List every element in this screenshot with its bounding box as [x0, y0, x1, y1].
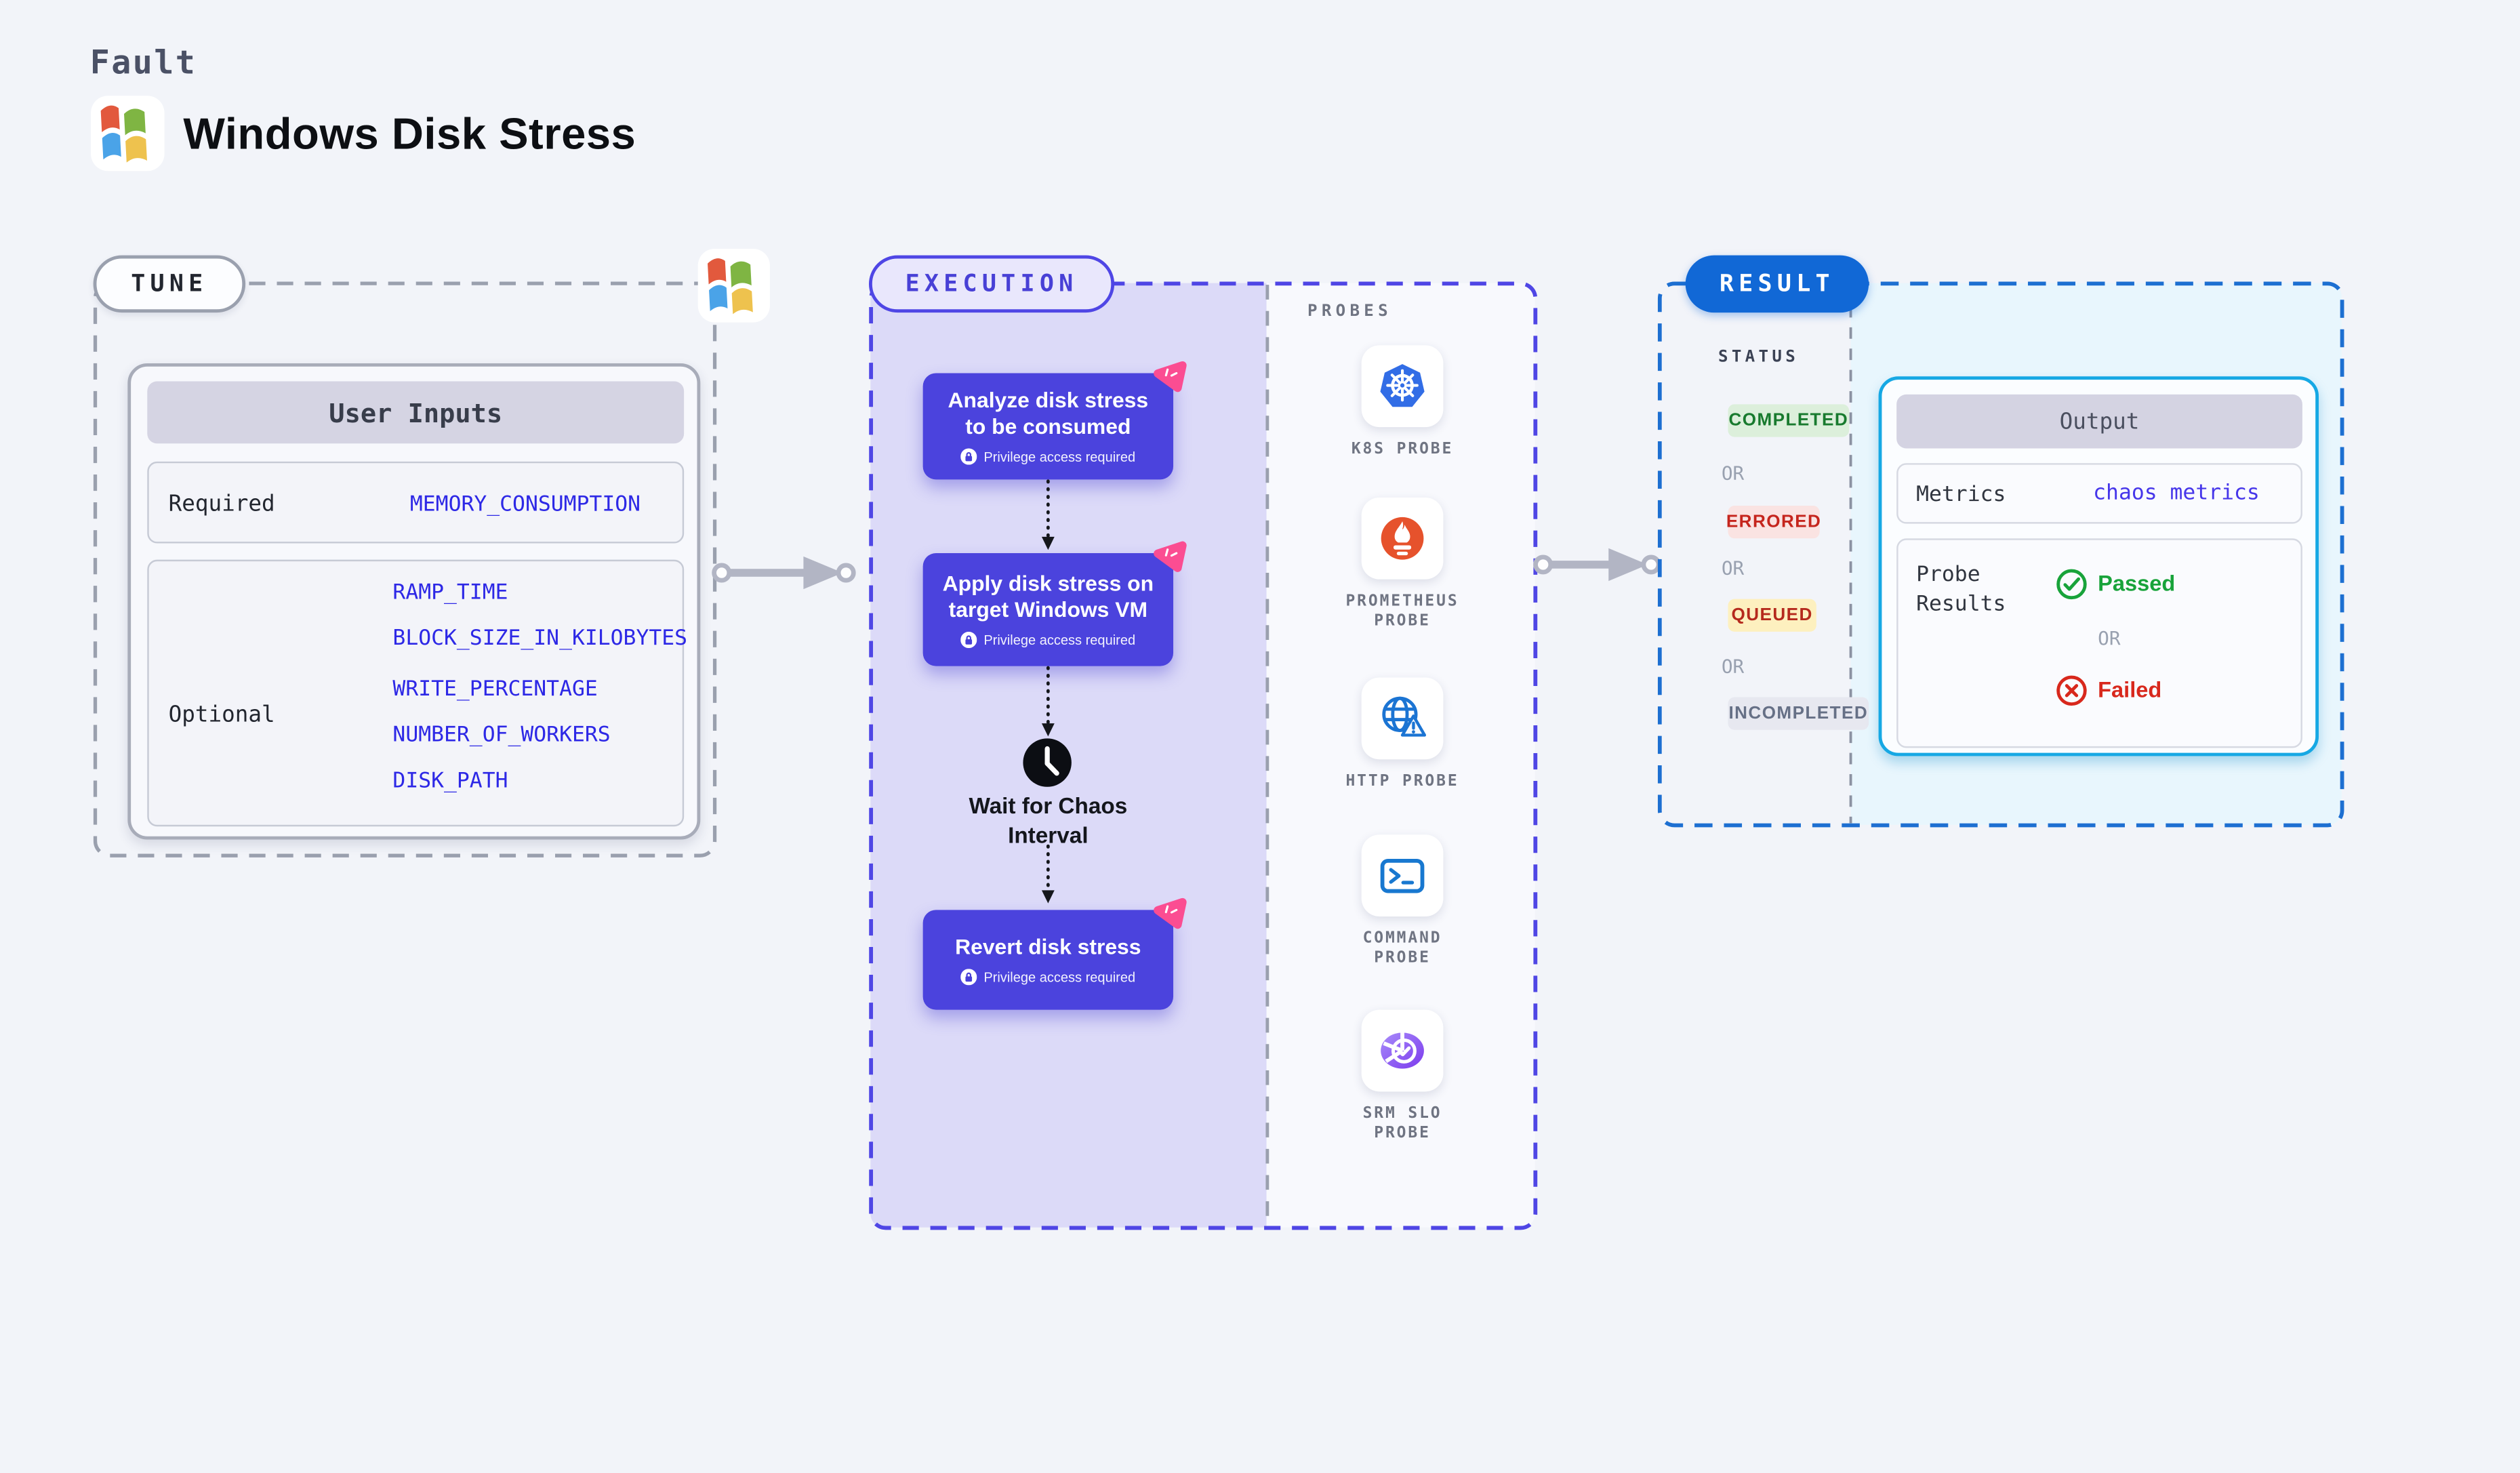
connector-step1-step2 — [1041, 479, 1055, 550]
status-badge-incompleted: INCOMPLETED — [1728, 697, 1869, 730]
http-globe-warning-icon — [1382, 696, 1427, 737]
required-row: Required MEMORY_CONSUMPTION — [147, 461, 685, 544]
metrics-row: Metrics chaos metrics — [1896, 463, 2302, 524]
step1-line2: to be consumed — [965, 413, 1131, 438]
connector-wait-step3 — [1041, 844, 1055, 904]
output-header: Output — [1896, 394, 2302, 449]
chaos-badge-icon — [1154, 361, 1187, 392]
step2-line2: target Windows VM — [948, 597, 1148, 622]
lock-icon — [960, 447, 977, 464]
probe-label-prometheus: PROMETHEUS PROBE — [1345, 592, 1459, 630]
status-badge-errored: ERRORED — [1726, 506, 1821, 539]
windows-flag-icon-small — [697, 245, 771, 325]
metrics-value: chaos metrics — [2093, 481, 2260, 506]
failed-label: Failed — [2098, 677, 2162, 702]
execution-label-text: EXECUTION — [905, 270, 1078, 298]
step2-line1: Apply disk stress on — [942, 570, 1154, 595]
wait-for-chaos-label: Wait for Chaos Interval — [933, 792, 1163, 849]
step3-line1: Revert disk stress — [955, 933, 1141, 959]
probe-results-row: Probe Results Passed OR Failed — [1896, 538, 2302, 748]
or-separator: OR — [1721, 654, 1745, 678]
result-dashed-border — [1657, 281, 2344, 828]
clock-icon — [1023, 738, 1072, 787]
or-separator: OR — [1721, 461, 1745, 485]
prometheus-icon — [1381, 517, 1424, 560]
privilege-text: Privilege access required — [983, 630, 1136, 647]
privilege-pill: Privilege access required — [960, 630, 1136, 647]
step-analyze-disk-stress: Analyze disk stress to be consumed Privi… — [922, 372, 1174, 479]
privilege-pill: Privilege access required — [960, 968, 1136, 985]
optional-input-4: DISK_PATH — [392, 769, 508, 794]
passed-label: Passed — [2098, 571, 2176, 596]
status-label: STATUS — [1718, 348, 1800, 367]
lock-icon — [960, 968, 977, 985]
x-circle-icon — [2056, 675, 2087, 706]
k8s-probe-tile — [1361, 345, 1444, 428]
srm-slo-icon — [1381, 1032, 1424, 1069]
privilege-pill: Privilege access required — [960, 447, 1136, 464]
chaos-badge-icon — [1154, 541, 1187, 572]
or-separator: OR — [2098, 626, 2121, 650]
wait-line2: Interval — [1008, 822, 1089, 847]
step-revert-disk-stress: Revert disk stress Privilege access requ… — [922, 909, 1174, 1009]
probe-label-srm-slo: SRM SLO PROBE — [1362, 1104, 1442, 1143]
prometheus-probe-tile — [1361, 497, 1444, 580]
wait-line1: Wait for Chaos — [969, 793, 1128, 819]
execution-dashed-border — [869, 281, 1538, 1230]
fault-eyebrow: Fault — [89, 42, 197, 82]
tune-dashed-border — [93, 281, 717, 857]
srm-slo-probe-tile — [1361, 1009, 1444, 1092]
metrics-label: Metrics — [1916, 483, 2006, 508]
optional-input-0: RAMP_TIME — [392, 581, 508, 606]
probe-label-command: COMMAND PROBE — [1362, 929, 1442, 967]
connector-step2-wait — [1041, 666, 1055, 737]
output-card: Output Metrics chaos metrics Probe Resul… — [1878, 376, 2319, 756]
output-title-text: Output — [2059, 408, 2140, 435]
kubernetes-icon — [1380, 364, 1425, 407]
optional-input-3: NUMBER_OF_WORKERS — [392, 723, 611, 748]
arrow-tune-to-execution — [712, 556, 856, 590]
probe-label-k8s: K8S PROBE — [1351, 440, 1454, 458]
optional-input-1: BLOCK_SIZE_IN_KILOBYTES — [392, 626, 688, 651]
optional-input-2: WRITE_PERCENTAGE — [392, 677, 598, 702]
execution-section-label: EXECUTION — [868, 255, 1115, 313]
page-title: Windows Disk Stress — [183, 109, 636, 159]
privilege-text: Privilege access required — [983, 968, 1136, 985]
result-label-text: RESULT — [1719, 270, 1835, 298]
tune-section-label: TUNE — [93, 255, 246, 313]
user-inputs-header: User Inputs — [147, 381, 685, 444]
probes-section-label: PROBES — [1307, 302, 1392, 321]
required-label: Required — [168, 491, 275, 517]
privilege-text: Privilege access required — [983, 447, 1136, 464]
terminal-icon — [1380, 859, 1425, 893]
status-badge-queued: QUEUED — [1728, 599, 1816, 632]
status-badge-completed: COMPLETED — [1728, 404, 1850, 437]
probe-label-http: HTTP PROBE — [1345, 772, 1459, 791]
step-apply-disk-stress: Apply disk stress on target Windows VM P… — [922, 552, 1174, 666]
user-inputs-card: User Inputs Required MEMORY_CONSUMPTION … — [127, 363, 701, 840]
http-probe-tile — [1361, 677, 1444, 760]
windows-logo-icon — [90, 94, 165, 174]
result-section-label: RESULT — [1685, 255, 1869, 313]
or-separator: OR — [1721, 556, 1745, 580]
optional-label: Optional — [168, 702, 275, 729]
required-input-0: MEMORY_CONSUMPTION — [409, 492, 641, 517]
tune-label-text: TUNE — [131, 270, 208, 298]
step1-line1: Analyze disk stress — [948, 386, 1149, 412]
probe-results-label: Probe Results — [1916, 563, 2006, 618]
lock-icon — [960, 630, 977, 647]
user-inputs-title-text: User Inputs — [329, 397, 503, 428]
check-circle-icon — [2056, 569, 2087, 600]
chaos-badge-icon — [1154, 897, 1187, 929]
arrow-execution-to-result — [1533, 548, 1661, 582]
optional-row: Optional RAMP_TIME BLOCK_SIZE_IN_KILOBYT… — [147, 559, 688, 827]
command-probe-tile — [1361, 834, 1444, 916]
